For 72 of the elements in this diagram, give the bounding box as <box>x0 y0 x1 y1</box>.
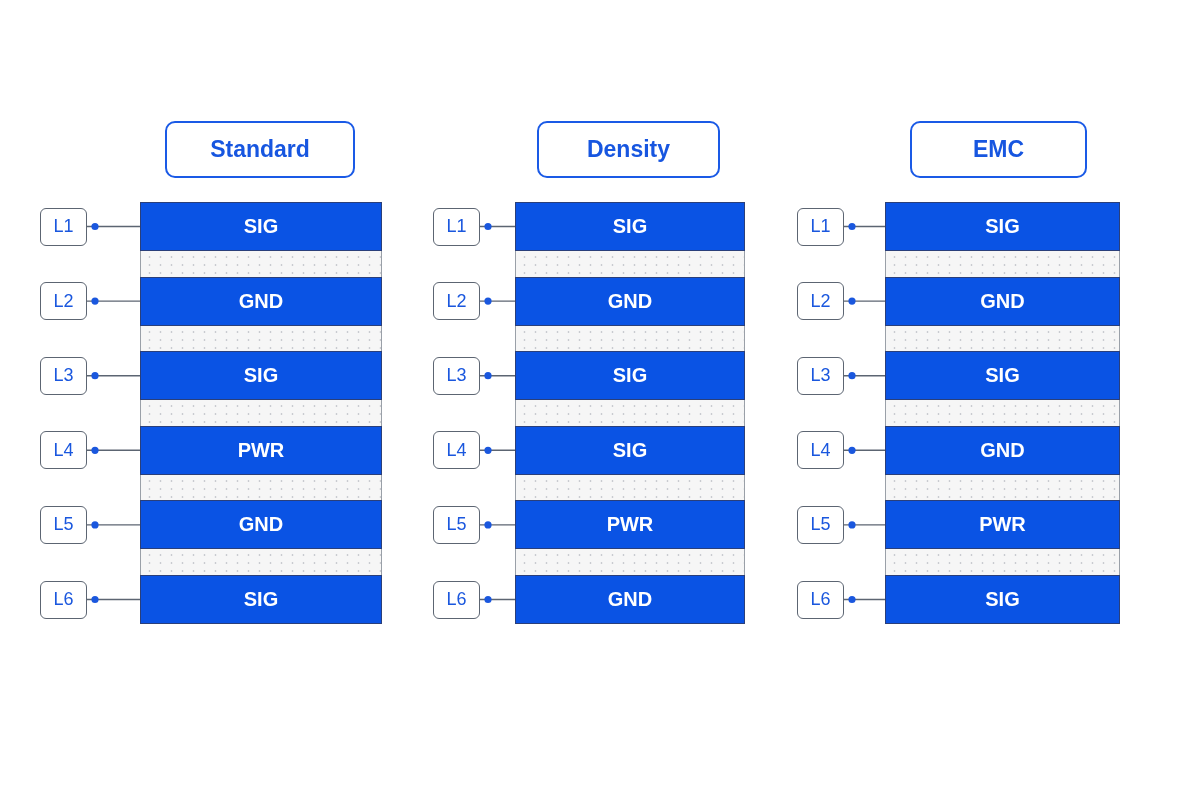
dielectric-layer <box>885 325 1120 352</box>
layer-label: L1 <box>40 207 87 246</box>
leader-line <box>86 521 141 529</box>
layer-label: L4 <box>40 431 87 470</box>
layer-label: L5 <box>40 505 87 544</box>
copper-layer: GND <box>140 276 382 326</box>
dielectric-layer <box>515 251 745 277</box>
copper-layer: SIG <box>140 575 382 624</box>
leader-line <box>843 446 886 454</box>
copper-layer: PWR <box>140 425 382 475</box>
copper-layer: SIG <box>885 351 1120 401</box>
leader-line <box>479 222 516 231</box>
leader-line <box>86 297 141 305</box>
layer-label: L1 <box>797 207 844 246</box>
copper-layer: SIG <box>885 575 1120 624</box>
leader-line <box>86 222 141 231</box>
layer-label: L6 <box>433 580 480 619</box>
leader-line <box>86 595 141 604</box>
copper-layer: SIG <box>140 202 382 251</box>
dielectric-layer <box>515 325 745 352</box>
copper-layer: PWR <box>515 500 745 550</box>
layer-label: L3 <box>40 356 87 395</box>
layer-label: L6 <box>40 580 87 619</box>
leader-line <box>479 595 516 604</box>
dielectric-layer <box>885 474 1120 501</box>
copper-layer: GND <box>140 500 382 550</box>
copper-layer: GND <box>515 575 745 624</box>
layer-label: L6 <box>797 580 844 619</box>
layer-label: L2 <box>797 282 844 321</box>
leader-line <box>843 595 886 604</box>
copper-layer: SIG <box>885 202 1120 251</box>
layer-label: L1 <box>433 207 480 246</box>
dielectric-layer <box>885 400 1120 426</box>
copper-layer: GND <box>885 425 1120 475</box>
leader-line <box>86 446 141 454</box>
copper-layer: SIG <box>140 351 382 401</box>
dielectric-layer <box>515 474 745 501</box>
dielectric-layer <box>140 549 382 575</box>
leader-line <box>86 372 141 380</box>
stackup-heading: Density <box>537 121 720 178</box>
leader-line <box>843 372 886 380</box>
leader-line <box>479 521 516 529</box>
copper-layer: GND <box>885 276 1120 326</box>
layer-label: L4 <box>433 431 480 470</box>
stackup-heading: EMC <box>910 121 1087 178</box>
layer-label: L3 <box>797 356 844 395</box>
dielectric-layer <box>140 474 382 501</box>
copper-layer: PWR <box>885 500 1120 550</box>
copper-layer: SIG <box>515 351 745 401</box>
copper-layer: GND <box>515 276 745 326</box>
leader-line <box>479 297 516 305</box>
leader-line <box>843 222 886 231</box>
dielectric-layer <box>140 251 382 277</box>
leader-line <box>479 446 516 454</box>
dielectric-layer <box>885 549 1120 575</box>
layer-label: L2 <box>40 282 87 321</box>
leader-line <box>479 372 516 380</box>
layer-label: L2 <box>433 282 480 321</box>
layer-label: L3 <box>433 356 480 395</box>
stackup-heading: Standard <box>165 121 355 178</box>
leader-line <box>843 297 886 305</box>
dielectric-layer <box>515 400 745 426</box>
dielectric-layer <box>140 400 382 426</box>
dielectric-layer <box>515 549 745 575</box>
layer-label: L5 <box>433 505 480 544</box>
leader-line <box>843 521 886 529</box>
layer-label: L5 <box>797 505 844 544</box>
copper-layer: SIG <box>515 202 745 251</box>
dielectric-layer <box>140 325 382 352</box>
copper-layer: SIG <box>515 425 745 475</box>
dielectric-layer <box>885 251 1120 277</box>
layer-label: L4 <box>797 431 844 470</box>
